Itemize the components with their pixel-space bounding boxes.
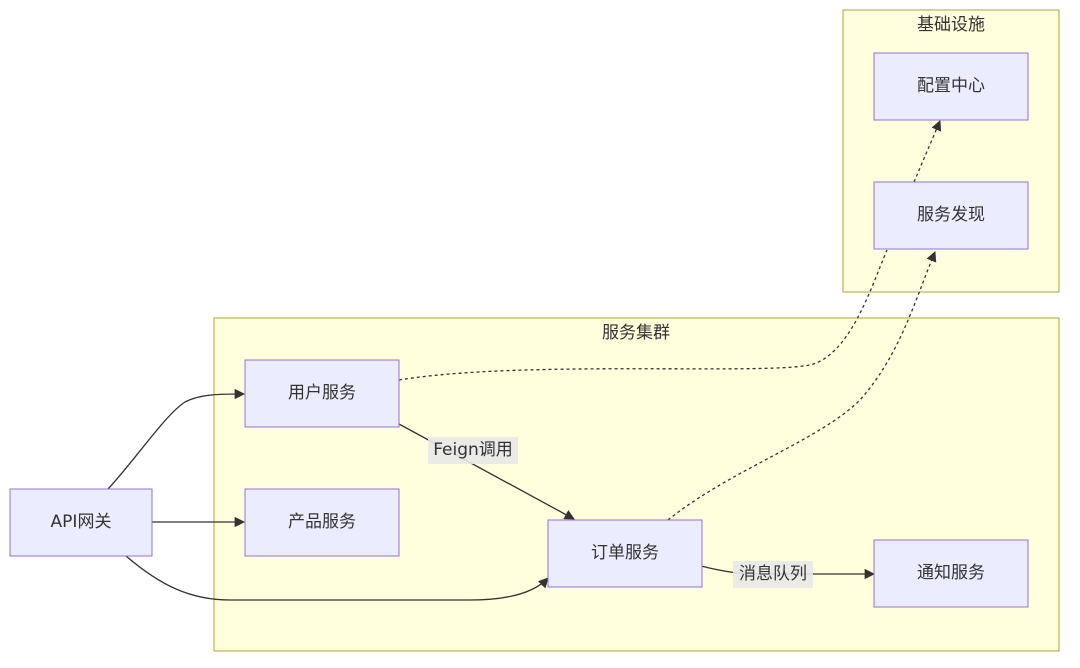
edge-label-feign: Feign调用 [428,437,518,464]
edge-gateway-to-user [107,388,246,490]
node-service-discovery-box[interactable] [873,181,1029,250]
cluster-infrastructure-title: 基础设施 [917,15,985,35]
node-service-discovery-label: 服务发现 [917,205,985,225]
node-order-service-box[interactable] [547,519,703,588]
edge-user-to-discovery [398,249,888,381]
node-notification-service[interactable]: 通知服务 [873,539,1029,608]
node-api-gateway[interactable]: API网关 [9,488,153,557]
cluster-infrastructure-box [842,9,1060,293]
node-config-center[interactable]: 配置中心 [873,52,1029,121]
edge-label-mq-bg [733,561,813,588]
node-user-service[interactable]: 用户服务 [244,359,400,428]
node-api-gateway-box[interactable] [9,488,153,557]
node-config-center-box[interactable] [873,52,1029,121]
edge-label-feign-bg [428,437,518,464]
node-product-service-label: 产品服务 [288,512,356,532]
node-notification-service-label: 通知服务 [917,563,985,583]
cluster-services-title: 服务集群 [602,323,670,343]
node-order-service[interactable]: 订单服务 [547,519,703,588]
edge-label-mq-text: 消息队列 [739,564,807,584]
edge-label-feign-text: Feign调用 [433,440,513,460]
edge-discovery-to-config [913,120,942,183]
node-user-service-label: 用户服务 [288,383,356,403]
node-product-service[interactable]: 产品服务 [244,488,400,557]
node-config-center-label: 配置中心 [917,76,985,96]
node-product-service-box[interactable] [244,488,400,557]
node-user-service-box[interactable] [244,359,400,428]
node-order-service-label: 订单服务 [591,543,659,563]
edge-label-mq: 消息队列 [733,561,813,588]
node-notification-service-box[interactable] [873,539,1029,608]
node-service-discovery[interactable]: 服务发现 [873,181,1029,250]
cluster-infrastructure: 基础设施 [842,9,1060,293]
node-api-gateway-label: API网关 [51,512,112,532]
edge-gateway-to-order [125,555,549,601]
